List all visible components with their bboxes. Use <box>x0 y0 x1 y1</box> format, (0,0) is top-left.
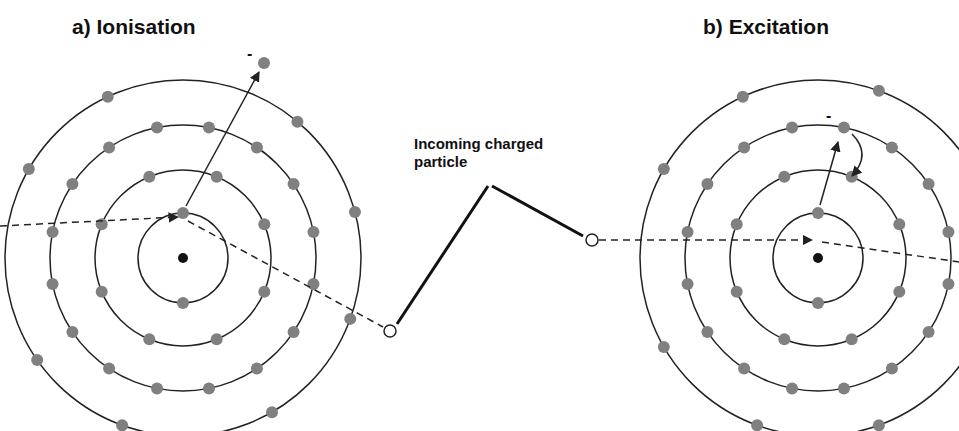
electron <box>31 354 43 366</box>
electron <box>116 419 128 431</box>
electron <box>838 382 850 394</box>
electron <box>266 406 278 418</box>
electron <box>658 163 670 175</box>
electron <box>307 226 319 238</box>
electron <box>886 141 898 153</box>
electron <box>786 382 798 394</box>
electron <box>103 363 115 375</box>
callout-label: Incoming charged particle <box>414 135 564 171</box>
electron <box>942 278 954 290</box>
electron <box>177 207 189 219</box>
electron <box>701 178 713 190</box>
electron <box>96 286 108 298</box>
electron <box>177 297 189 309</box>
electron <box>344 313 356 325</box>
deexcitation-arrow <box>852 134 862 176</box>
electron <box>211 333 223 345</box>
electron <box>291 116 303 128</box>
scattered-path <box>188 221 383 327</box>
electron <box>288 178 300 190</box>
electron <box>47 226 59 238</box>
electron-shell <box>95 170 271 346</box>
electron <box>846 333 858 345</box>
leader-line <box>492 186 583 236</box>
electron <box>307 278 319 290</box>
electron <box>893 218 905 230</box>
electron <box>66 178 78 190</box>
charged-particle <box>384 325 396 337</box>
panel-title: a) Ionisation <box>72 14 196 39</box>
electron <box>893 286 905 298</box>
electron-shell <box>730 170 906 346</box>
electron <box>942 226 954 238</box>
incoming-path <box>599 239 812 241</box>
electron <box>102 91 114 103</box>
nucleus <box>813 253 823 263</box>
electron <box>658 341 670 353</box>
electron <box>23 163 35 175</box>
charged-particle <box>586 234 598 246</box>
electron <box>47 278 59 290</box>
electron-shell <box>50 125 316 391</box>
electron <box>349 206 361 218</box>
electron <box>151 122 163 134</box>
ejected-electron <box>258 57 270 69</box>
electron <box>923 178 935 190</box>
electron <box>751 419 763 431</box>
panel-title: b) Excitation <box>703 14 829 39</box>
leader-line <box>397 186 488 324</box>
electron-shell <box>773 213 863 303</box>
electron <box>731 286 743 298</box>
electron <box>251 363 263 375</box>
nucleus <box>178 253 188 263</box>
electron <box>151 382 163 394</box>
electron <box>701 326 713 338</box>
electron <box>682 278 694 290</box>
electron <box>838 122 850 134</box>
electron <box>103 141 115 153</box>
electron-shell <box>5 80 361 431</box>
electron <box>738 141 750 153</box>
electron <box>251 141 263 153</box>
scattered-path <box>822 242 959 262</box>
electron <box>731 218 743 230</box>
excitation-arrow <box>820 142 838 205</box>
electron-shell <box>640 80 959 431</box>
electron <box>682 226 694 238</box>
electron <box>923 326 935 338</box>
electron <box>873 85 885 97</box>
electron <box>737 91 749 103</box>
electron-shell <box>685 125 951 391</box>
electron <box>812 297 824 309</box>
electron <box>143 171 155 183</box>
electron <box>66 326 78 338</box>
electron <box>738 363 750 375</box>
electron <box>203 122 215 134</box>
electron <box>886 363 898 375</box>
incoming-path <box>0 217 178 226</box>
electron <box>873 419 885 431</box>
electron <box>778 171 790 183</box>
electron <box>203 382 215 394</box>
electron <box>288 326 300 338</box>
electron <box>258 218 270 230</box>
electron <box>211 171 223 183</box>
ejection-arrow <box>186 72 259 206</box>
charge-sign: - <box>826 106 831 125</box>
electron <box>812 207 824 219</box>
electron-shell <box>138 213 228 303</box>
electron <box>786 122 798 134</box>
electron <box>778 333 790 345</box>
electron <box>143 333 155 345</box>
atom <box>5 80 361 431</box>
electron <box>258 286 270 298</box>
atom <box>640 80 959 431</box>
charge-sign: - <box>247 44 252 63</box>
